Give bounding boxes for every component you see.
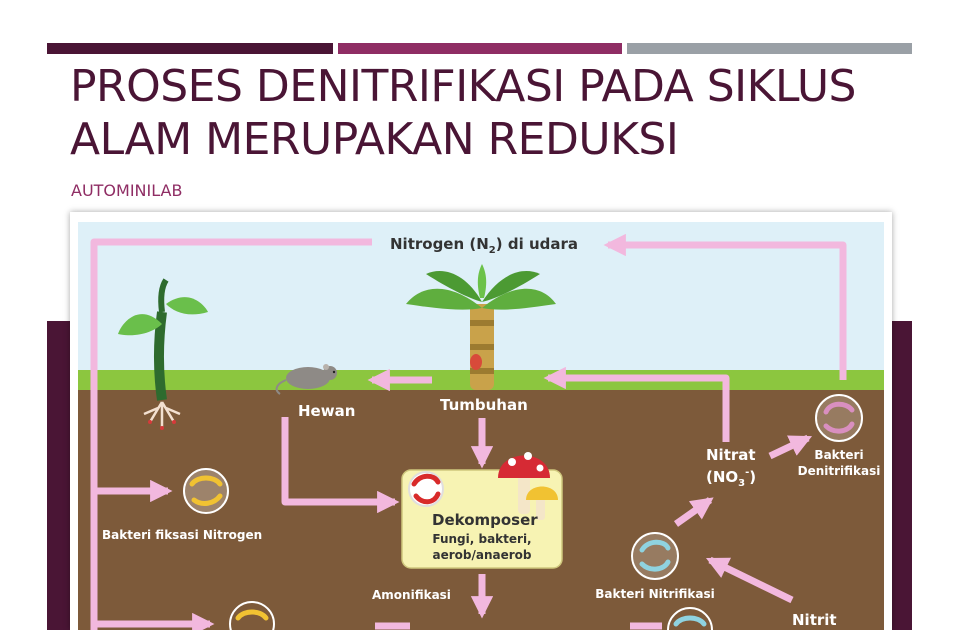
slide-title: PROSES DENITRIFIKASI PADA SIKLUS ALAM ME…: [70, 60, 930, 166]
accent-bar-dark: [47, 43, 333, 54]
label-nitrogen-air: Nitrogen (N2) di udara: [390, 235, 578, 256]
arrow-nitrat-to-denitrifikasi: [768, 434, 813, 460]
seedling-illustration: [118, 278, 208, 430]
slide-title-line1: PROSES DENITRIFIKASI PADA SIKLUS: [70, 61, 856, 112]
label-bakteri-denitrifikasi-2: Denitrifikasi: [798, 464, 881, 478]
label-nitrat-formula: (NO3-): [706, 467, 756, 489]
arrow-air-down-left-edge: [90, 238, 372, 630]
bakteri-nitrit-icon: [667, 607, 713, 630]
decomposer-bacteria-icon: [408, 471, 444, 507]
banana-tree-illustration: [406, 264, 556, 390]
label-nitrat: Nitrat: [706, 446, 756, 464]
label-hewan: Hewan: [298, 402, 355, 420]
mouse-illustration: [275, 364, 337, 395]
label-amonifikasi: Amonifikasi: [372, 588, 451, 602]
bakteri-fiksasi-bottom-icon: [229, 601, 275, 630]
bakteri-fiksasi-icon: [183, 468, 229, 514]
arrow-denitrifikasi-to-air: [603, 233, 847, 380]
nitrogen-cycle-diagram: Nitrogen (N2) di udara Hewan Tumbuhan De…: [78, 222, 884, 630]
bakteri-nitrifikasi-icon: [631, 532, 679, 580]
label-dekomposer-line3: aerob/anaerob: [433, 548, 532, 562]
slide-title-line2: ALAM MERUPAKAN REDUKSI: [70, 114, 679, 165]
label-bakteri-denitrifikasi-1: Bakteri: [814, 448, 863, 462]
arrow-nitrit-to-bakteri-nitrifikasi: [705, 556, 794, 604]
label-bakteri-fiksasi: Bakteri fiksasi Nitrogen: [102, 528, 262, 542]
accent-bar-magenta: [338, 43, 622, 54]
arrow-bakteri-nitrifikasi-to-nitrat: [673, 497, 714, 527]
arrow-nitrat-to-tumbuhan: [543, 366, 730, 442]
accent-bar-gray: [627, 43, 912, 54]
label-dekomposer: Dekomposer: [432, 511, 538, 529]
label-dekomposer-line2: Fungi, bakteri,: [432, 532, 531, 546]
arrow-hewan-to-dekomposer: [281, 417, 400, 514]
label-nitrit: Nitrit: [792, 611, 837, 629]
slide-subtitle: AUTOMINILAB: [71, 181, 183, 200]
nitrogen-cycle-figure: Nitrogen (N2) di udara Hewan Tumbuhan De…: [70, 212, 892, 630]
mushroom-illustration: [498, 452, 558, 520]
label-tumbuhan: Tumbuhan: [440, 396, 528, 414]
label-bakteri-nitrifikasi: Bakteri Nitrifikasi: [595, 587, 714, 601]
bakteri-denitrifikasi-icon: [815, 394, 863, 442]
